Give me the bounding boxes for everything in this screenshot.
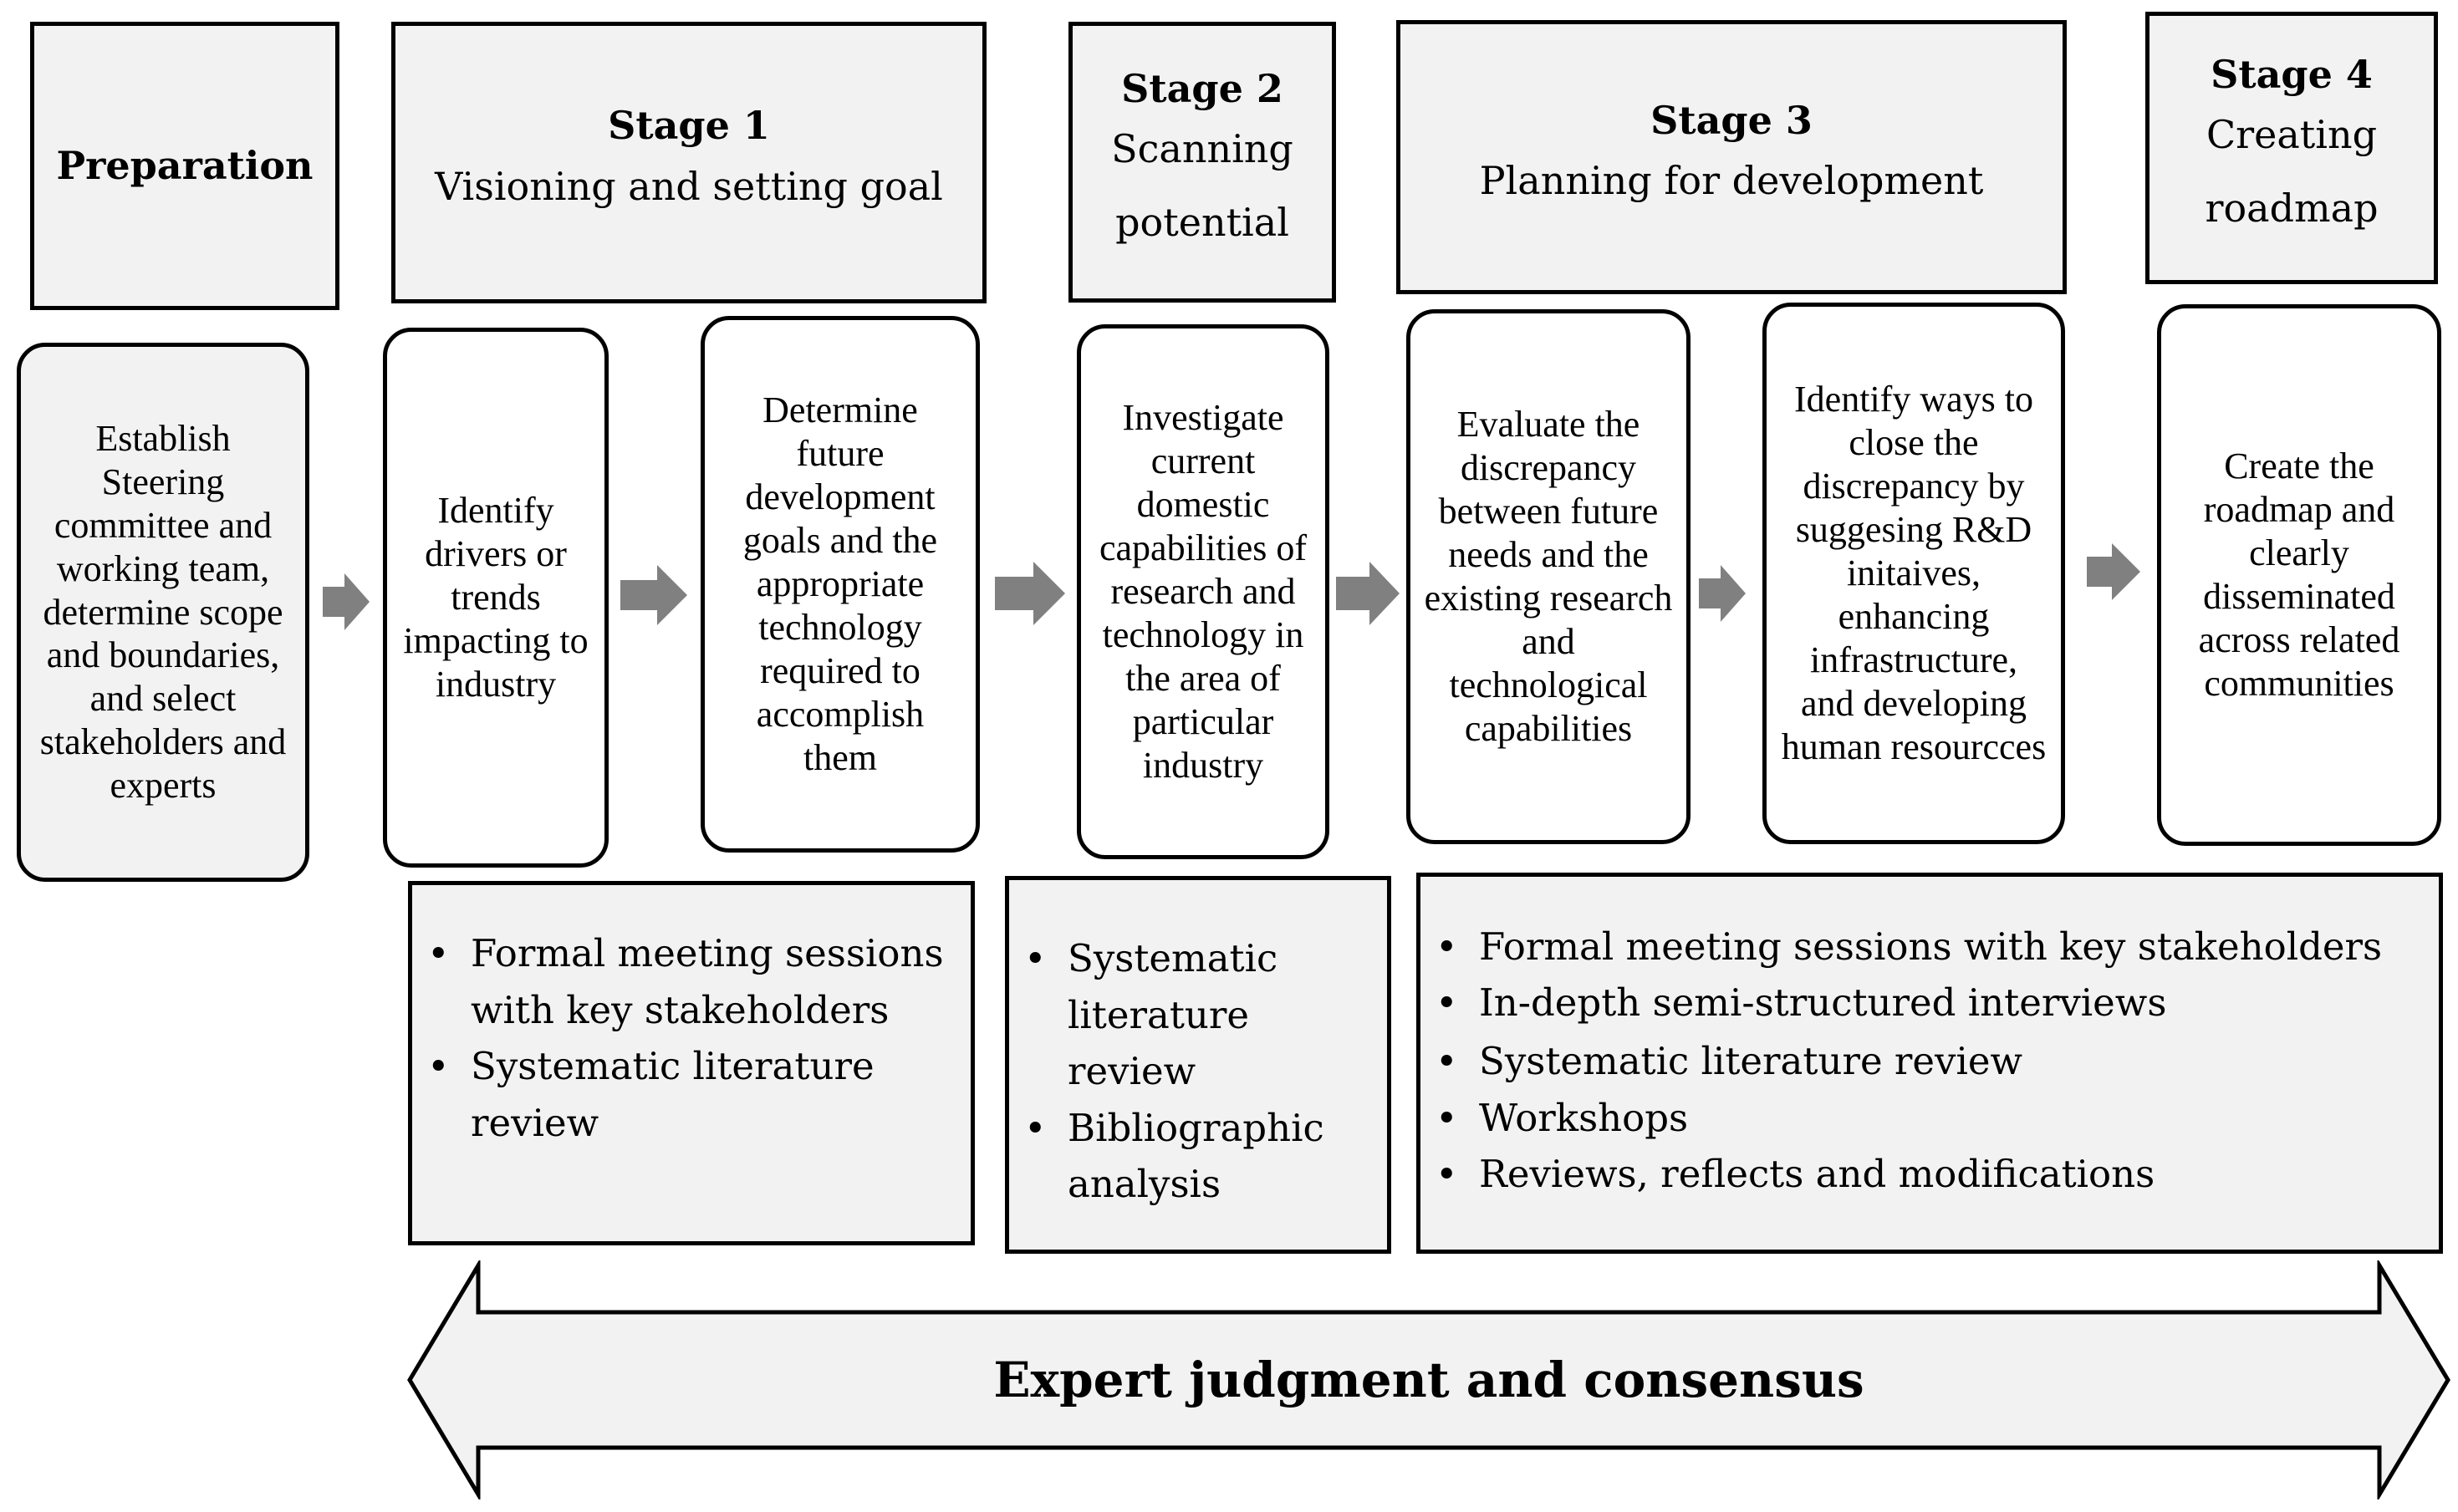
expert-judgment-arrow — [407, 1260, 2450, 1499]
list-item: Systematic literature review — [1009, 930, 1387, 1100]
stage3-subtitle: Planning for development — [1479, 158, 1984, 204]
step-investigate-capabilities: Investigate current domestic capabilitie… — [1077, 324, 1329, 859]
stage1-subtitle: Visioning and setting goal — [435, 163, 943, 209]
list-item: In-depth semi-structured interviews — [1420, 973, 2439, 1033]
step-evaluate-discrepancy: Evaluate the discrepancy between future … — [1406, 309, 1691, 844]
flow-arrow-2 — [620, 565, 687, 625]
list-item: Systematic literature review — [1420, 1033, 2439, 1090]
list-item: Bibliographic analysis — [1009, 1100, 1387, 1213]
step-create-roadmap: Create the roadmap and clearly dissemina… — [2157, 304, 2441, 846]
stage2-methods: Systematic literature review Bibliograph… — [1005, 876, 1391, 1254]
stage1-header: Stage 1 Visioning and setting goal — [391, 22, 987, 303]
step-establish-committee: Establish Steering committee and working… — [17, 343, 309, 882]
step-identify-ways: Identify ways to close the discrepancy b… — [1762, 303, 2065, 844]
flow-arrow-6 — [2087, 543, 2140, 600]
flow-arrow-1 — [323, 573, 370, 630]
stage3-header: Stage 3 Planning for development — [1396, 20, 2067, 294]
stage3-title: Stage 3 — [1650, 97, 1813, 143]
stage2-subtitle: Scanning potential — [1111, 126, 1293, 245]
stage2-header: Stage 2 Scanning potential — [1068, 22, 1336, 303]
list-item: Formal meeting sessions with key stakeho… — [1420, 920, 2439, 973]
stage3-methods: Formal meeting sessions with key stakeho… — [1416, 873, 2443, 1254]
stage4-title: Stage 4 — [2211, 51, 2373, 97]
flow-arrow-3 — [995, 562, 1065, 625]
stage1-methods: Formal meeting sessions with key stakeho… — [408, 881, 975, 1245]
preparation-header: Preparation — [30, 22, 339, 310]
flow-arrow-4 — [1336, 562, 1400, 625]
step-identify-drivers: Identify drivers or trends impacting to … — [383, 328, 609, 868]
stage2-title: Stage 2 — [1121, 65, 1283, 111]
step-determine-goals: Determine future development goals and t… — [701, 316, 980, 853]
preparation-title: Preparation — [56, 142, 314, 188]
list-item: Reviews, reflects and modifications — [1420, 1146, 2439, 1203]
stage4-subtitle: Creating roadmap — [2205, 112, 2379, 231]
flow-arrow-5 — [1699, 565, 1746, 622]
list-item: Systematic literature review — [412, 1038, 971, 1151]
list-item: Formal meeting sessions with key stakeho… — [412, 925, 971, 1038]
stage1-title: Stage 1 — [608, 103, 770, 149]
stage4-header: Stage 4 Creating roadmap — [2145, 12, 2438, 284]
expert-judgment-label: Expert judgment and consensus — [993, 1352, 1864, 1408]
list-item: Workshops — [1420, 1090, 2439, 1147]
